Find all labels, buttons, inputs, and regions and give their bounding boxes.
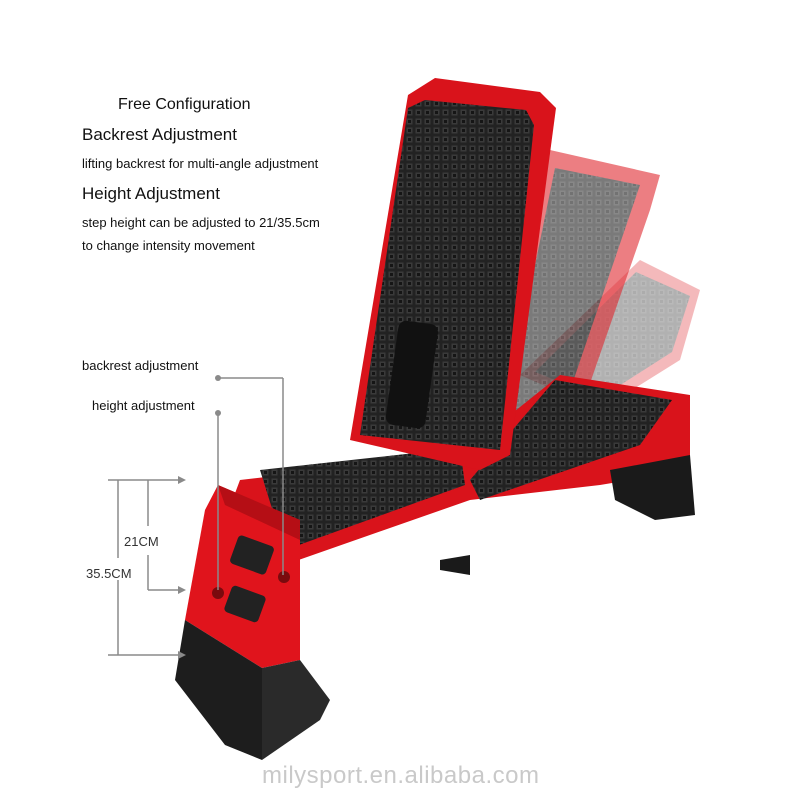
bench-front-riser: [185, 485, 300, 668]
height-callout-label: height adjustment: [92, 398, 195, 413]
ghost-backrest-mid: [480, 150, 660, 470]
height-dimension-guides: [108, 479, 178, 656]
dimension-21cm-label: 21CM: [124, 534, 159, 549]
bench-backrest: [350, 78, 556, 470]
bench-seat: [225, 375, 690, 570]
backrest-adjustment-description: lifting backrest for multi-angle adjustm…: [82, 156, 319, 171]
callout-lines: [217, 377, 284, 590]
height-adjustment-heading: Height Adjustment: [82, 184, 220, 203]
dimension-arrowheads: [178, 476, 186, 659]
height-adjustment-description-line2: to change intensity movement: [82, 238, 255, 253]
height-adjustment-description-line1: step height can be adjusted to 21/35.5cm: [82, 215, 320, 230]
dimension-35-5cm-label: 35.5CM: [86, 566, 132, 581]
free-configuration-title: Free Configuration: [118, 96, 251, 113]
callout-dot-backrest: [215, 375, 221, 381]
watermark-text: milysport.en.alibaba.com: [262, 762, 540, 789]
backrest-adjustment-heading: Backrest Adjustment: [82, 125, 237, 144]
bench-base-legs: [175, 455, 695, 760]
backrest-callout-label: backrest adjustment: [82, 358, 199, 373]
callout-dot-height: [215, 410, 221, 416]
